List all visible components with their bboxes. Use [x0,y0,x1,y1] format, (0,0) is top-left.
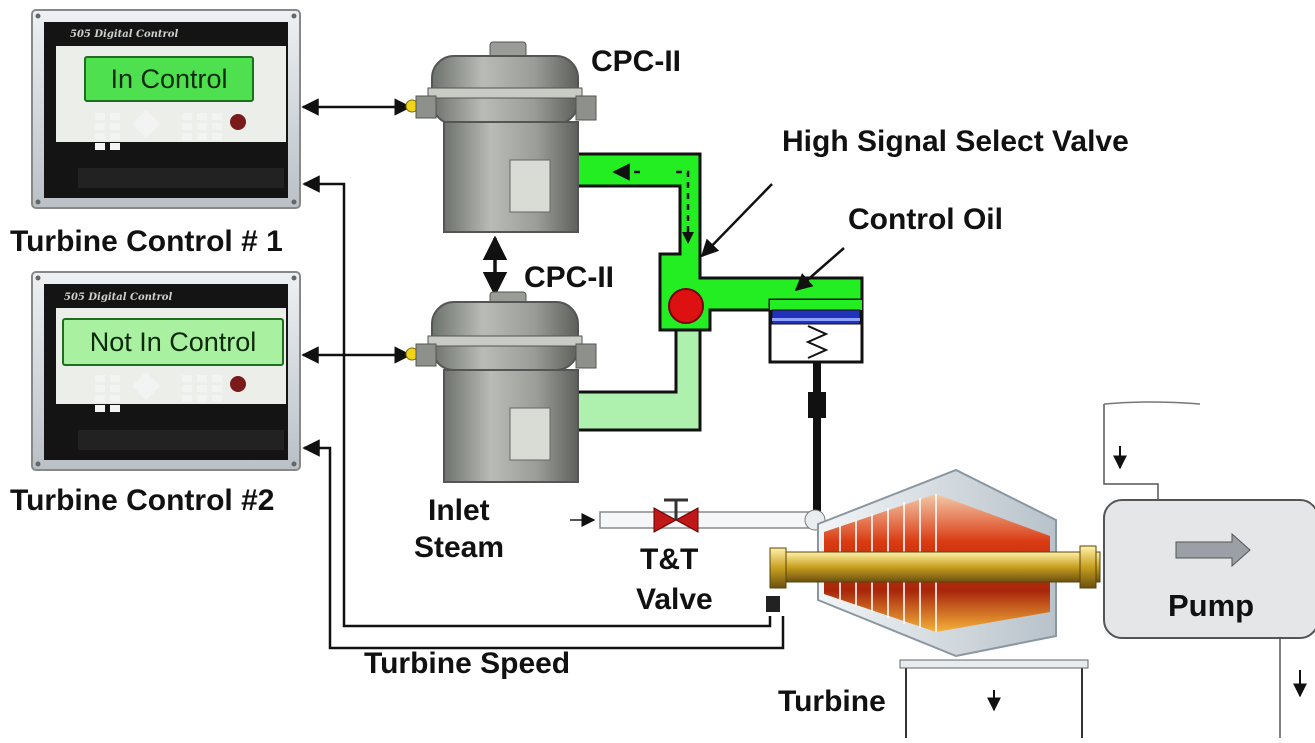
speed-signal-line-1 [302,175,772,628]
turbine-control-2-panel: 505 Digital Control [31,271,301,471]
turbine-control-1-panel: 505 Digital Control [31,9,301,209]
svg-text:505 Digital Control: 505 Digital Control [64,292,172,303]
status-led [230,114,246,130]
inlet-steam-label-2: Steam [414,531,505,564]
turbine-speed-label: Turbine Speed [364,647,571,680]
hssv-label: High Signal Select Valve [782,125,1129,158]
cpc-actuator-2 [405,291,597,483]
check-ball [668,288,704,324]
turbine-label: Turbine [778,685,886,718]
tt-valve-label-2: Valve [636,583,713,616]
oil-line-active [574,152,864,332]
turbine-control-2-label: Turbine Control #2 [10,484,275,517]
tt-valve [653,498,699,533]
cpc2-label: CPC-II [524,261,614,294]
keypad [95,110,222,150]
control-oil-label: Control Oil [848,203,1003,236]
turbine [766,468,1101,741]
hssv-pointer [700,183,773,258]
cpc1-label: CPC-II [591,45,681,78]
tc2-status-display: Not In Control [62,318,284,366]
pump [1103,401,1315,738]
tt-valve-label-1: T&T [640,543,699,576]
control-oil-pointer [794,247,845,292]
keypad [95,372,222,412]
svg-text:505 Digital Control: 505 Digital Control [70,29,178,40]
turbine-control-1-label: Turbine Control # 1 [10,225,283,258]
inlet-steam-pipe [570,509,826,531]
status-led [230,376,246,392]
control-oil-cylinder [768,298,864,514]
inlet-steam-label-1: Inlet [428,494,490,527]
speed-signal-line-2 [302,439,785,650]
pump-label: Pump [1168,588,1255,623]
cpc-actuator-1 [405,41,597,233]
tc1-status-display: In Control [84,56,254,102]
